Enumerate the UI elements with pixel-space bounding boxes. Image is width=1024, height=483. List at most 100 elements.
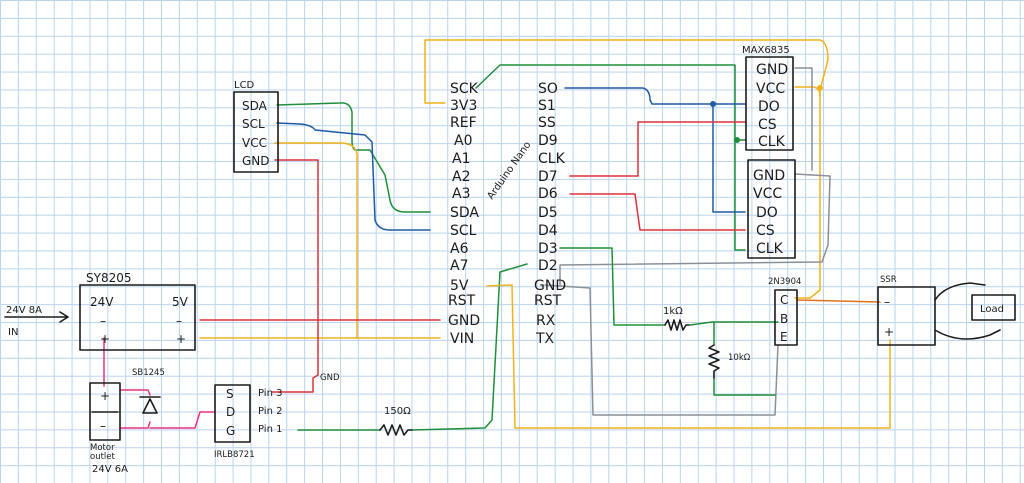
power-in-label: IN <box>8 327 18 338</box>
regulator-out: 5V <box>172 295 189 309</box>
mosfet-pin: G <box>226 424 235 438</box>
wire-lcd-gnd <box>274 159 319 313</box>
mosfet-label: IRLB8721 <box>214 450 255 460</box>
ssr-minus: – <box>884 295 890 309</box>
nano-pin-left: 5V <box>450 278 469 294</box>
mosfet-pin: D <box>226 405 235 419</box>
junction-vcc <box>817 85 823 91</box>
wire-max-gnd-lower <box>559 173 831 286</box>
nano-pin-right: D3 <box>538 241 558 257</box>
transistor-pin: B <box>780 312 788 326</box>
junction-do <box>710 101 716 107</box>
nano-pin-right: RST <box>534 293 562 309</box>
regulator-minus-right: – <box>176 314 182 328</box>
motor-outlet-block <box>89 382 121 441</box>
nano-pin-right: SS <box>538 115 556 131</box>
nano-pin-right: D5 <box>538 205 558 221</box>
nano-pin-left: RST <box>448 293 476 309</box>
nano-pin-left: A7 <box>450 258 468 274</box>
wire-pulldown-bottom <box>713 377 776 396</box>
motor-label-1: Motor <box>90 443 115 453</box>
nano-pin-right: D2 <box>538 258 558 274</box>
ssr-plus: + <box>884 325 894 339</box>
wire-gnd-mosfet <box>271 311 319 393</box>
transistor-title: 2N3904 <box>768 277 801 287</box>
wire-3v3 <box>424 39 829 299</box>
wire-d7 <box>569 121 746 177</box>
wire-lcd-sda <box>276 102 431 213</box>
lcd-pin: VCC <box>242 136 267 150</box>
nano-pin-left: SCL <box>450 223 477 239</box>
resistor-1k-label: 1kΩ <box>663 306 683 317</box>
junction-clk <box>734 137 740 143</box>
wire-load-top <box>934 282 986 301</box>
nano-pin-right: D9 <box>538 133 558 149</box>
resistor-10k <box>708 344 720 379</box>
nano-pin-right: CLK <box>538 151 566 167</box>
nano-pin-left: REF <box>450 115 477 131</box>
wire-5v-ssr <box>486 284 891 429</box>
ssr-block <box>877 286 936 346</box>
regulator-title: SY8205 <box>86 271 132 285</box>
nano-pin-left: A2 <box>452 169 470 185</box>
wire-d2 <box>411 263 528 431</box>
transistor-block <box>774 289 798 346</box>
max-upper-pin: VCC <box>756 81 785 97</box>
nano-pin-right: S1 <box>538 98 556 114</box>
wire-d6 <box>569 193 746 231</box>
regulator-in: 24V <box>90 295 114 309</box>
nano-pin-left: SDA <box>450 205 479 221</box>
ssr-title: SSR <box>880 275 897 285</box>
max-lower-pin: GND <box>753 168 785 184</box>
wire-lcd-scl <box>276 122 431 231</box>
max-upper-pin: DO <box>758 99 780 115</box>
nano-pin-right: D6 <box>538 186 558 202</box>
wire-max-gnd <box>794 67 813 171</box>
nano-pin-left: VIN <box>450 331 474 347</box>
regulator-minus-left: – <box>100 314 106 328</box>
regulator-plus-right: + <box>176 332 186 346</box>
wire-lcd-vcc <box>274 142 358 339</box>
mosfet-pin-label: Pin 3 <box>258 388 282 399</box>
max-upper-pin: GND <box>756 62 788 78</box>
mosfet-block <box>214 384 251 443</box>
max-lower-pin: VCC <box>753 186 782 202</box>
wire-load-bottom <box>934 329 1001 340</box>
diode-label: SB1245 <box>132 368 165 378</box>
mosfet-pin: S <box>226 387 234 401</box>
wire-sck <box>475 64 746 141</box>
wire-so <box>564 87 746 105</box>
max-upper-module <box>745 56 794 151</box>
max-upper-pin: CLK <box>758 134 786 150</box>
wire-drain <box>149 411 216 429</box>
wire-gnd-emitter <box>544 284 779 416</box>
nano-pin-left: 3V3 <box>450 98 477 114</box>
diode-symbol <box>139 396 161 414</box>
motor-minus: – <box>100 419 106 433</box>
max-lower-module <box>747 159 796 259</box>
max-lower-pin: CS <box>756 223 775 239</box>
max-lower-pin: DO <box>756 205 778 221</box>
nano-pin-left: A0 <box>454 133 472 149</box>
nano-pin-left: A1 <box>452 151 470 167</box>
power-input-arrow <box>4 311 69 323</box>
regulator-module <box>79 284 196 351</box>
motor-plus: + <box>100 389 110 403</box>
resistor-150 <box>379 424 413 436</box>
wire-base <box>689 321 779 326</box>
mosfet-pin-label: Pin 1 <box>258 424 282 435</box>
motor-rating: 24V 6A <box>92 464 128 475</box>
wire-d3 <box>559 247 666 326</box>
wire-diode-bottom <box>119 421 151 429</box>
load-block <box>971 294 1016 321</box>
nano-pin-right: D7 <box>538 169 558 185</box>
nano-pin-left: SCK <box>450 81 479 97</box>
resistor-150-label: 150Ω <box>384 406 411 417</box>
resistor-10k-label: 10kΩ <box>728 353 751 363</box>
nano-pin-right: GND <box>534 278 566 294</box>
wire-max-vcc <box>794 86 821 97</box>
power-in-rating: 24V 8A <box>6 305 42 316</box>
transistor-pin: C <box>780 293 788 307</box>
lcd-pin: GND <box>242 154 270 168</box>
